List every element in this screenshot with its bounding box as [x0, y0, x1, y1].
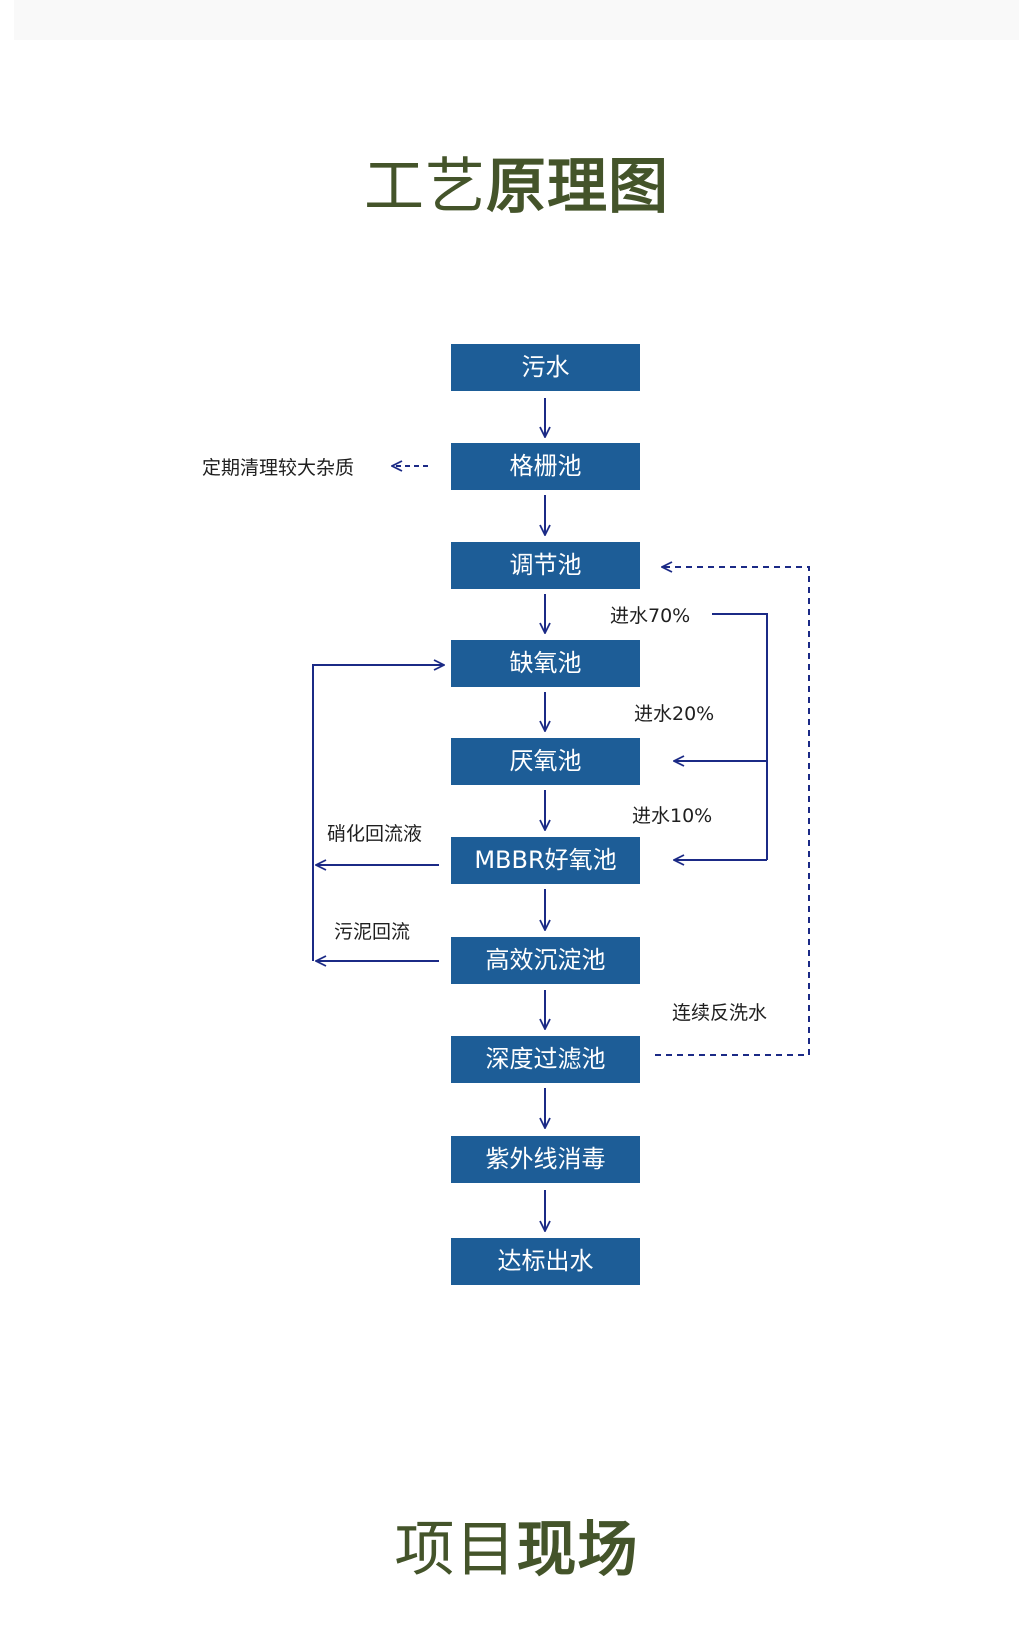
inflow-split-line — [712, 613, 768, 860]
inflow-70-label: 进水70% — [610, 605, 691, 627]
step-box-anoxic-tank: 缺氧池 — [451, 640, 640, 687]
step-box-high-efficiency-sedimentation-tank: 高效沉淀池 — [451, 937, 640, 984]
step-box-mbbr-aerobic-tank: MBBR好氧池 — [451, 837, 640, 884]
step-box-uv-disinfection: 紫外线消毒 — [451, 1136, 640, 1183]
process-diagram-title: 工艺原理图 — [364, 152, 669, 222]
screen-removal-label: 定期清理较大杂质 — [202, 457, 355, 479]
return-loop-line — [312, 665, 444, 961]
inflow-10-label: 进水10% — [632, 805, 713, 827]
project-site-title: 项目现场 — [394, 1515, 639, 1585]
step-box-deep-filtration-tank: 深度过滤池 — [451, 1036, 640, 1083]
step-box-sewage: 污水 — [451, 344, 640, 391]
step-box-compliant-effluent: 达标出水 — [451, 1238, 640, 1285]
backwash-label: 连续反洗水 — [672, 1002, 768, 1024]
nitrate-return-label: 硝化回流液 — [327, 823, 423, 845]
sludge-return-label: 污泥回流 — [334, 921, 411, 943]
inflow-20-label: 进水20% — [634, 703, 715, 725]
top-banner-strip — [14, 0, 1019, 40]
step-box-equalization-tank: 调节池 — [451, 542, 640, 589]
step-box-screen-tank: 格栅池 — [451, 443, 640, 490]
step-box-anaerobic-tank: 厌氧池 — [451, 738, 640, 785]
